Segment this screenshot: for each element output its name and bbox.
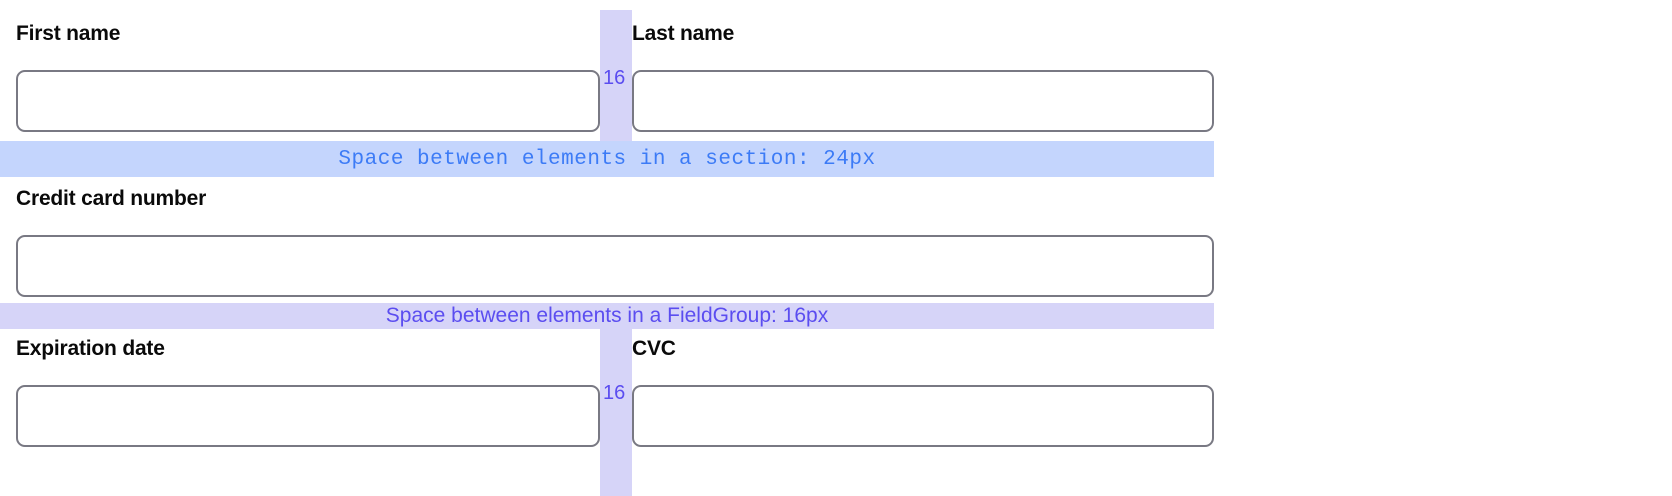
- input-first-name[interactable]: [16, 70, 600, 132]
- column-gap-value-name-row: 16: [603, 67, 626, 89]
- input-credit-card-number[interactable]: [16, 235, 1214, 297]
- annotation-bar-fieldgroup-spacing: Space between elements in a FieldGroup: …: [0, 303, 1214, 329]
- label-first-name: First name: [16, 22, 121, 45]
- input-cvc[interactable]: [632, 385, 1214, 447]
- input-expiration-date[interactable]: [16, 385, 600, 447]
- label-credit-card-number: Credit card number: [16, 187, 207, 210]
- input-last-name[interactable]: [632, 70, 1214, 132]
- column-gap-value-expiry-row: 16: [603, 382, 626, 404]
- annotation-bar-section-spacing: Space between elements in a section: 24p…: [0, 141, 1214, 177]
- label-last-name: Last name: [632, 22, 735, 45]
- column-gap-strip-expiry-row: 16: [600, 325, 632, 496]
- annotation-text-section-spacing: Space between elements in a section: 24p…: [338, 147, 876, 171]
- column-gap-strip-name-row: 16: [600, 10, 632, 143]
- annotation-text-fieldgroup-spacing: Space between elements in a FieldGroup: …: [385, 304, 829, 327]
- label-cvc: CVC: [632, 337, 676, 360]
- label-expiration-date: Expiration date: [16, 337, 165, 360]
